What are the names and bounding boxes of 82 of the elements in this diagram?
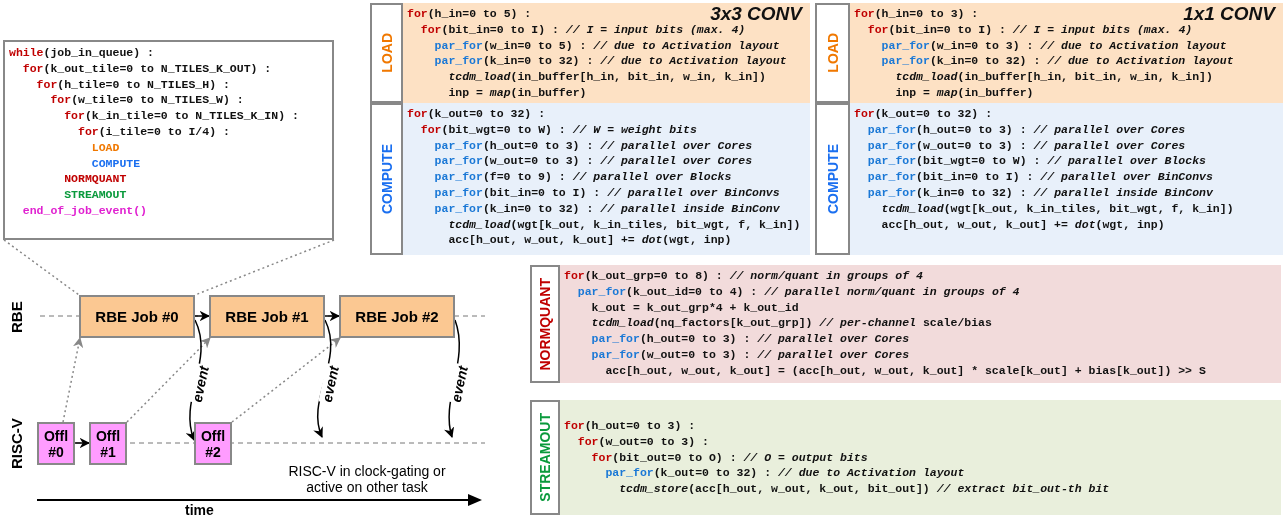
- job-box: [339, 295, 455, 338]
- code-line: for(h_in=0 to 5) :: [407, 6, 532, 22]
- code-line: par_for(w_out=0 to 3) : // parallel over Cores: [433, 153, 753, 170]
- code-line: par_for(h_out=0 to 3) : // parallel over Cores: [866, 121, 1186, 138]
- code-line: par_for(w_in=0 to 5) : // due to Activation layout: [433, 37, 780, 54]
- code-line: end_of_job_event(): [21, 202, 148, 219]
- code-line: par_for(w_in=0 to 3) : // due to Activation layout: [880, 37, 1227, 54]
- code-line: inp = map(in_buffer): [447, 85, 587, 101]
- section-tab: [370, 103, 403, 255]
- code-line: par_for(bit_in=0 to I) : // parallel over BinConvs: [433, 185, 780, 201]
- code-line: for(i_tile=0 to I/4) :: [77, 124, 230, 140]
- job-label: RBE Job #1: [225, 308, 309, 325]
- code-line: par_for(bit_wgt=0 to W) : // parallel over Blocks: [866, 153, 1206, 170]
- code-line: inp = map(in_buffer): [894, 85, 1034, 101]
- code-line: for(bit_wgt=0 to W) : // W = weight bits: [419, 121, 697, 138]
- code-line: for(h_tile=0 to N_TILES_H) :: [35, 76, 230, 93]
- section-tab: [370, 3, 403, 103]
- code-panel: [3, 40, 334, 240]
- code-line: for(k_out=0 to 32) :: [854, 106, 993, 122]
- code-line: par_for(k_out_id=0 to 4) : // parallel norm/quant in groups of 4: [576, 283, 1020, 300]
- code-line: acc[h_out, w_out, k_out] += dot(wgt, inp): [447, 232, 732, 249]
- note-text: RISC-V in clock-gating or active on other task: [287, 463, 447, 495]
- section-tab: [530, 265, 560, 383]
- code-line: par_for(k_out=0 to 32) : // due to Activation layout: [604, 465, 965, 482]
- code-line: for(h_in=0 to 3) :: [854, 6, 979, 22]
- job-box: [79, 295, 195, 338]
- code-panel: [850, 3, 1283, 103]
- code-line: for(h_out=0 to 3) :: [564, 418, 696, 434]
- lane-label: RISC-V: [8, 417, 26, 472]
- code-panel: [850, 103, 1283, 255]
- code-line: LOAD: [90, 139, 120, 156]
- section-tab: [530, 400, 560, 515]
- code-line: for(k_in_tile=0 to N_TILES_K_IN) :: [63, 108, 299, 124]
- code-line: par_for(h_out=0 to 3) : // parallel over Cores: [590, 331, 910, 347]
- code-line: for(k_out_tile=0 to N_TILES_K_OUT) :: [21, 60, 272, 77]
- code-line: tcdm_load(nq_factors[k_out_grp]) // per-channel scale/bias: [590, 315, 992, 332]
- section-label: STREAMOUT: [537, 413, 553, 502]
- code-line: for(k_out_grp=0 to 8) : // norm/quant in groups of 4: [564, 268, 923, 284]
- section-label: LOAD: [378, 33, 395, 73]
- code-line: tcdm_load(wgt[k_out, k_in_tiles, bit_wgt, f, k_in]): [880, 200, 1234, 217]
- code-line: par_for(w_out=0 to 3) : // parallel over Cores: [590, 347, 910, 363]
- code-line: par_for(k_in=0 to 32) : // parallel inside BinConv: [433, 200, 780, 217]
- code-line: acc[h_out, w_out, k_out] += dot(wgt, inp): [880, 216, 1165, 233]
- code-line: while(job_in_queue) :: [9, 45, 154, 61]
- code-line: for(k_out=0 to 32) :: [407, 106, 546, 122]
- code-panel: [403, 103, 810, 255]
- section-label: NORMQUANT: [537, 277, 553, 371]
- job-label: RBE Job #0: [95, 308, 179, 325]
- code-line: par_for(k_in=0 to 32) : // due to Activation layout: [880, 53, 1234, 70]
- code-line: par_for(k_in=0 to 32) : // due to Activation layout: [433, 53, 787, 70]
- code-line: for(bit_out=0 to O) : // O = output bits: [590, 449, 868, 466]
- offload-label: Offl #2: [199, 427, 227, 460]
- code-line: par_for(f=0 to 9) : // parallel over Blocks: [433, 169, 732, 185]
- code-line: k_out = k_out_grp*4 + k_out_id: [590, 299, 799, 316]
- job-box: [209, 295, 325, 338]
- section-label: LOAD: [824, 33, 841, 73]
- offload-label: Offl #1: [94, 427, 122, 460]
- code-line: par_for(bit_in=0 to I) : // parallel over BinConvs: [866, 169, 1213, 185]
- section-label: COMPUTE: [378, 144, 395, 214]
- code-line: for(w_tile=0 to N_TILES_W) :: [49, 92, 244, 109]
- code-line: par_for(h_out=0 to 3) : // parallel over Cores: [433, 137, 753, 154]
- section-tab: [815, 3, 850, 103]
- code-line: NORMQUANT: [63, 171, 127, 188]
- job-label: RBE Job #2: [355, 308, 439, 325]
- section-tab: [815, 103, 850, 255]
- code-panel: [403, 3, 810, 103]
- code-line: tcdm_store(acc[h_out, w_out, k_out, bit_out]) // extract bit_out-th bit: [618, 481, 1110, 497]
- code-panel: [560, 265, 1281, 383]
- code-line: STREAMOUT: [63, 187, 127, 203]
- axis-label: time: [185, 502, 214, 518]
- offload-label: Offl #0: [42, 427, 70, 460]
- code-line: tcdm_load(in_buffer[h_in, bit_in, w_in, k_in]): [447, 69, 766, 85]
- code-line: tcdm_load(in_buffer[h_in, bit_in, w_in, k_in]): [894, 69, 1213, 85]
- code-line: COMPUTE: [90, 155, 141, 172]
- code-line: for(w_out=0 to 3) :: [576, 433, 709, 450]
- lane-label: RBE: [8, 300, 26, 335]
- code-panel: [560, 400, 1281, 515]
- code-line: tcdm_load(wgt[k_out, k_in_tiles, bit_wgt, f, k_in]): [447, 216, 801, 233]
- section-label: COMPUTE: [824, 144, 841, 214]
- code-line: acc[h_out, w_out, k_out] = (acc[h_out, w_out, k_out] * scale[k_out] + bias[k_out]) >> S: [604, 362, 1206, 379]
- code-line: par_for(k_in=0 to 32) : // parallel inside BinConv: [866, 185, 1213, 201]
- code-line: par_for(w_out=0 to 3) : // parallel over Cores: [866, 137, 1186, 154]
